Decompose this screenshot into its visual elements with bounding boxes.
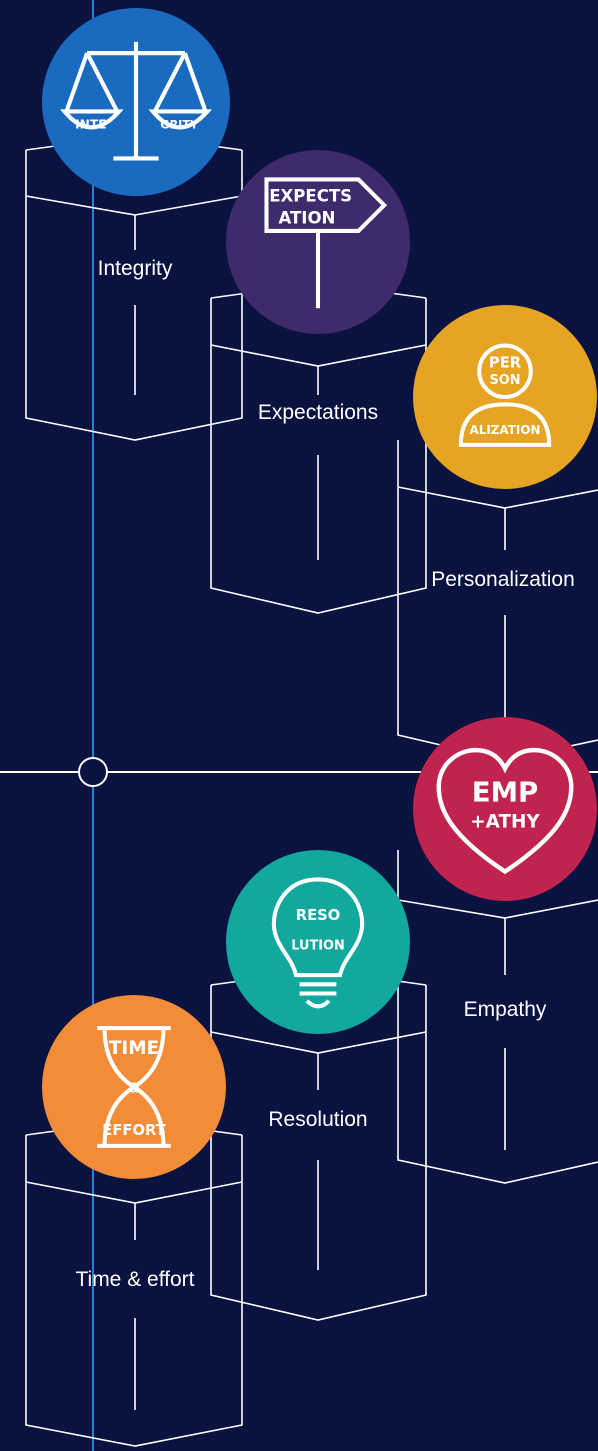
svg-text:INTE: INTE — [75, 117, 106, 131]
pillar-label-time-effort: Time & effort — [75, 1268, 195, 1291]
pillar-empathy-box — [397, 850, 598, 1184]
svg-text:LUTION: LUTION — [291, 938, 345, 953]
pillar-label-expectations: Expectations — [257, 401, 379, 424]
scales-icon: INTE GRITY — [42, 8, 230, 196]
pillar-label-personalization: Personalization — [431, 568, 575, 591]
svg-text:&: & — [128, 1082, 139, 1097]
person-icon: PER SON ALIZATION — [413, 305, 597, 489]
hourglass-icon: TIME & EFFORT — [42, 995, 226, 1179]
svg-text:EMP: EMP — [472, 776, 539, 809]
svg-text:PER: PER — [489, 355, 522, 372]
heart-icon: EMP +ATHY — [413, 717, 597, 901]
pillar-resolution-box — [210, 978, 427, 1321]
pillar-time-effort-box — [25, 1128, 243, 1447]
svg-text:EXPECTS: EXPECTS — [269, 187, 352, 206]
svg-text:+ATHY: +ATHY — [470, 811, 540, 832]
svg-text:RESO: RESO — [296, 907, 341, 924]
svg-text:GRITY: GRITY — [160, 118, 199, 131]
svg-text:SON: SON — [490, 373, 521, 388]
pillar-label-empathy: Empathy — [463, 998, 547, 1021]
pillar-label-resolution: Resolution — [268, 1108, 368, 1131]
svg-text:ATION: ATION — [279, 209, 336, 228]
signpost-icon: EXPECTS ATION — [226, 150, 410, 334]
pillar-expectations-box — [210, 291, 427, 614]
svg-text:ALIZATION: ALIZATION — [469, 423, 540, 437]
pillar-label-integrity: Integrity — [97, 257, 173, 280]
pillar-integrity-box — [25, 143, 243, 441]
lightbulb-icon: RESO LUTION — [226, 850, 410, 1034]
svg-text:TIME: TIME — [109, 1038, 159, 1059]
divider-node — [78, 757, 108, 787]
svg-text:EFFORT: EFFORT — [102, 1122, 165, 1139]
